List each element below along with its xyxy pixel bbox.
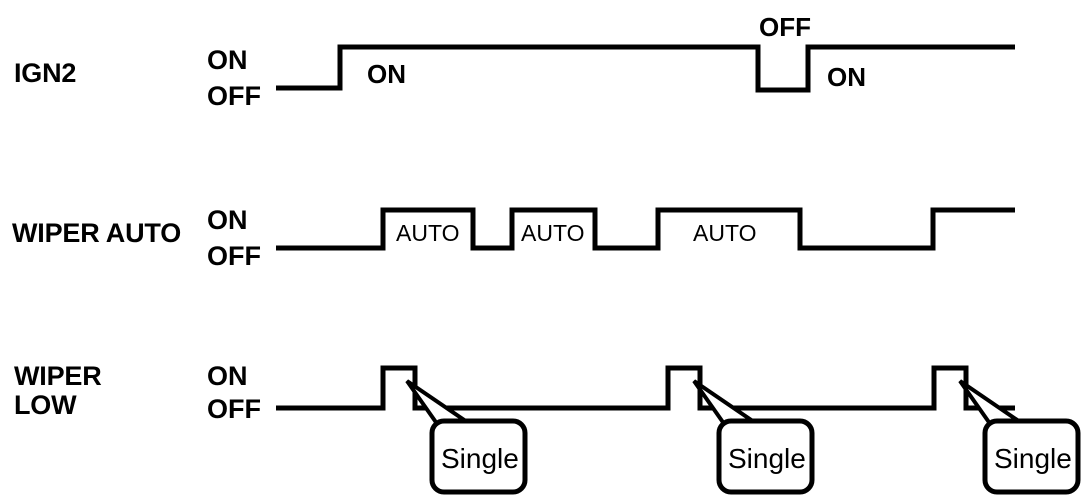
- signal-row-wiper-low: WIPER LOW ON OFF Single Single Singl: [14, 361, 1081, 495]
- level-label-ign2-on: ON: [207, 45, 248, 75]
- state-label-ign2-on-1: ON: [367, 59, 406, 89]
- callout-box-3: [982, 418, 1081, 495]
- waveform-wiper-auto: [276, 207, 1015, 251]
- callout-text-1: Single: [441, 443, 519, 474]
- state-label-ign2-on-2: ON: [827, 62, 866, 92]
- signal-label-wiper-low-line1: WIPER: [14, 361, 102, 391]
- callout-text-3: Single: [994, 443, 1072, 474]
- waveform-ign2: [276, 44, 1015, 93]
- waveform-wiper-low: [276, 365, 1015, 411]
- signal-row-ign2: IGN2 ON OFF ON OFF ON: [14, 12, 1015, 111]
- callout-single-1: Single: [405, 379, 528, 495]
- level-label-wiper-auto-on: ON: [207, 205, 248, 235]
- signal-row-wiper-auto: WIPER AUTO ON OFF AUTO AUTO AUTO: [12, 205, 1015, 271]
- callout-single-2: Single: [692, 379, 815, 495]
- callout-box-1: [429, 418, 528, 495]
- state-label-wiper-auto-2: AUTO: [521, 220, 584, 246]
- level-label-wiper-low-on: ON: [207, 361, 248, 391]
- level-label-wiper-low-off: OFF: [207, 394, 261, 424]
- callout-single-3: Single: [958, 379, 1081, 495]
- signal-label-ign2: IGN2: [14, 58, 76, 88]
- callout-box-2: [716, 418, 815, 495]
- level-label-wiper-auto-off: OFF: [207, 241, 261, 271]
- level-label-ign2-off: OFF: [207, 81, 261, 111]
- state-label-ign2-off: OFF: [759, 12, 811, 42]
- state-label-wiper-auto-3: AUTO: [693, 220, 756, 246]
- callout-text-2: Single: [728, 443, 806, 474]
- signal-label-wiper-auto: WIPER AUTO: [12, 218, 181, 248]
- state-label-wiper-auto-1: AUTO: [396, 220, 459, 246]
- signal-label-wiper-low-line2: LOW: [14, 390, 77, 420]
